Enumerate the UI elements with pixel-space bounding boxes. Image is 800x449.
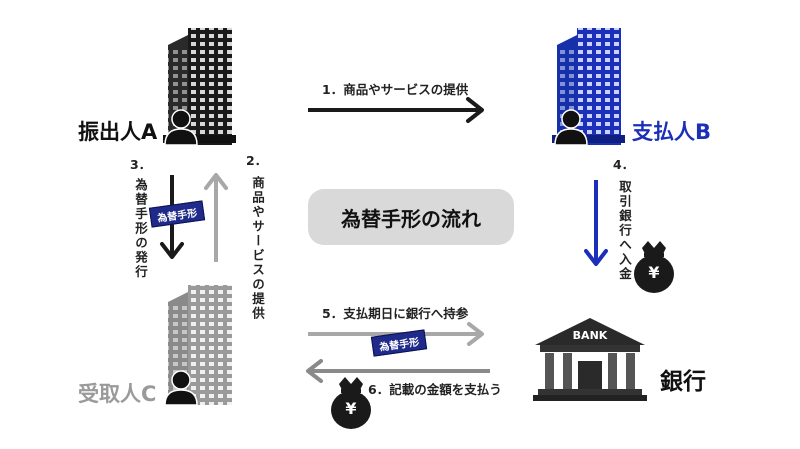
step6-label: 6．記載の金額を支払う: [368, 382, 502, 397]
step4-number: 4．: [613, 157, 635, 172]
step1-label: 1．商品やサービスの提供: [322, 82, 469, 97]
step5-label: 5．支払期日に銀行へ持参: [322, 306, 469, 321]
arrow-step6: [306, 359, 490, 383]
bank-building-icon: [533, 318, 647, 401]
person-c-icon: [164, 370, 198, 406]
money-bag-icon: [331, 377, 371, 429]
payee-label: 受取人C: [78, 382, 157, 406]
diagram-title: 為替手形の流れ: [308, 189, 514, 245]
building-b-icon: [552, 28, 625, 145]
person-b-icon: [554, 109, 588, 146]
money-bag-icon: [634, 241, 674, 293]
arrow-step4: [584, 180, 608, 266]
step3-number: 3．: [130, 157, 152, 172]
step2-label: 商品やサービスの提供: [250, 176, 265, 321]
yen-symbol: ¥: [648, 263, 660, 282]
payer-label: 支払人B: [632, 120, 712, 144]
step4-label: 取引銀行へ入金: [617, 180, 632, 282]
drawer-label: 振出人A: [78, 120, 158, 144]
arrow-step2: [204, 173, 228, 262]
bank-label: 銀行: [660, 369, 706, 395]
yen-symbol: ¥: [345, 399, 357, 418]
bank-sign: BANK: [572, 329, 608, 342]
person-a-icon: [164, 109, 198, 146]
step3-label: 為替手形の発行: [133, 178, 148, 280]
arrow-step1: [308, 97, 484, 123]
building-a-icon: [163, 28, 236, 145]
step2-number: 2．: [246, 153, 268, 168]
